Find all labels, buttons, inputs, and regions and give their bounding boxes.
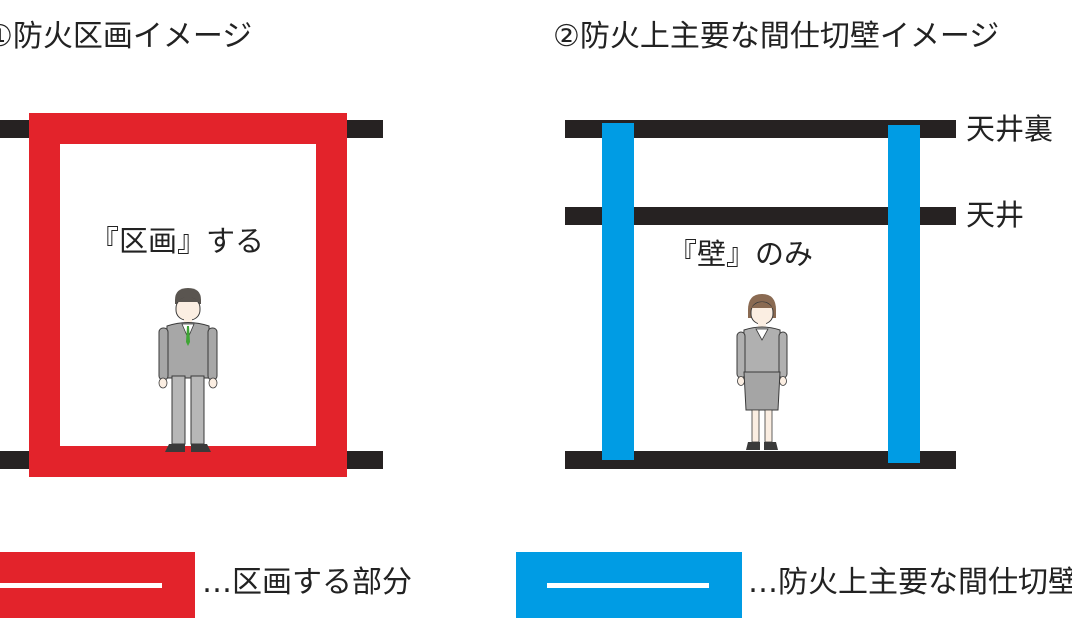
attic-beam xyxy=(565,120,956,138)
floor-beam xyxy=(565,451,956,469)
partition-wall-right xyxy=(888,125,920,463)
panel2-title: ②防火上主要な間仕切壁イメージ xyxy=(553,19,1000,54)
legend-section-line xyxy=(0,583,162,588)
panel2-inner-label: 『壁』のみ xyxy=(668,237,814,271)
businessman-figure xyxy=(158,288,218,452)
legend-wall-swatch xyxy=(516,552,742,618)
partition-wall-left xyxy=(602,123,634,460)
legend-section-swatch xyxy=(0,552,195,618)
attic-label: 天井裏 xyxy=(966,112,1054,146)
legend-section-text: …区画する部分 xyxy=(202,565,412,600)
businesswoman-figure xyxy=(736,294,788,450)
panel1-title: ①防火区画イメージ xyxy=(0,19,253,54)
panel1-inner-label: 『区画』する xyxy=(90,224,265,258)
legend-wall-text: …防火上主要な間仕切壁 xyxy=(748,565,1072,600)
ceiling-label: 天井 xyxy=(966,198,1025,232)
ceiling-beam xyxy=(565,207,956,225)
fire-compartment-frame xyxy=(29,113,347,477)
legend-wall-line xyxy=(547,583,709,588)
